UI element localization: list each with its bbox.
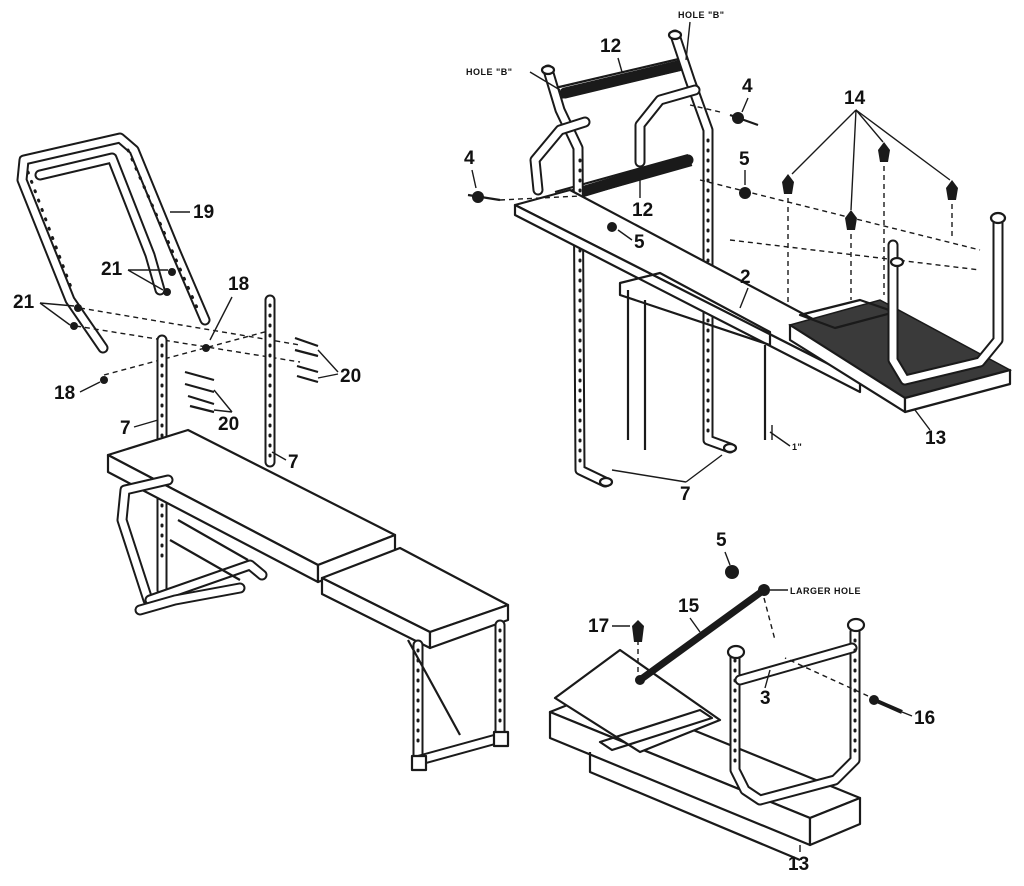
backrest-frame-19 xyxy=(16,132,211,354)
callout-17: 17 xyxy=(588,616,609,637)
note-one-inch: 1" xyxy=(792,442,802,452)
callout-7-left: 7 xyxy=(120,418,131,439)
callout-14: 14 xyxy=(844,88,866,109)
cross-bars-12 xyxy=(554,56,694,204)
callout-2: 2 xyxy=(740,267,751,288)
callout-20-left: 20 xyxy=(218,414,239,435)
bolts-4-nuts-5 xyxy=(467,104,759,232)
bench-pads xyxy=(106,428,510,650)
callout-5-right: 5 xyxy=(739,149,750,170)
bolt-20-lower xyxy=(184,370,215,414)
screws-14 xyxy=(782,142,958,305)
note-hole-b-left: HOLE "B" xyxy=(466,67,513,77)
callout-21-upper: 21 xyxy=(101,259,123,280)
callout-13-top: 13 xyxy=(925,428,946,449)
seat-leg-frame xyxy=(887,211,1007,386)
upright-frame-assembly-view: HOLE "B" HOLE "B" 12 12 4 4 5 5 14 2 13 … xyxy=(464,10,1013,505)
callout-18-lower: 18 xyxy=(54,383,75,404)
seat-cushion-13 xyxy=(788,298,1013,414)
callout-18-upper: 18 xyxy=(228,274,249,295)
callout-16: 16 xyxy=(914,708,935,729)
callout-5-bottom: 5 xyxy=(716,530,727,551)
seat-pad-13-bottom xyxy=(548,648,862,862)
upright-tubes-7 xyxy=(529,29,738,488)
note-larger-hole: LARGER HOLE xyxy=(790,586,861,596)
callout-4-left: 4 xyxy=(464,148,475,169)
callout-3: 3 xyxy=(760,688,771,709)
callout-19: 19 xyxy=(193,202,214,223)
bench-legs xyxy=(116,474,510,772)
callout-7-bottom: 7 xyxy=(680,484,691,505)
callout-4-right: 4 xyxy=(742,76,753,97)
screw-17-bolt-16 xyxy=(632,597,903,714)
bolt-20-upper xyxy=(294,336,319,384)
note-hole-b-top: HOLE "B" xyxy=(678,10,725,20)
assembled-bench-view: 19 21 21 18 18 20 20 7 7 xyxy=(13,132,510,772)
callout-7-right: 7 xyxy=(288,452,299,473)
callout-15: 15 xyxy=(678,596,700,617)
callout-21-lower: 21 xyxy=(13,292,35,313)
callout-5-left: 5 xyxy=(634,232,645,253)
callout-12-mid: 12 xyxy=(632,200,653,221)
brace-tube-15 xyxy=(635,565,770,685)
upright-posts-7 xyxy=(156,294,276,596)
callout-20-right: 20 xyxy=(340,366,361,387)
callout-12-top: 12 xyxy=(600,36,621,57)
seat-brace-assembly-view: 5 LARGER HOLE 15 17 3 16 13 xyxy=(548,530,935,875)
hardware-18-20-21 xyxy=(70,268,319,414)
callout-13-bottom: 13 xyxy=(788,854,809,875)
seat-leg-frame-bottom xyxy=(598,617,866,806)
